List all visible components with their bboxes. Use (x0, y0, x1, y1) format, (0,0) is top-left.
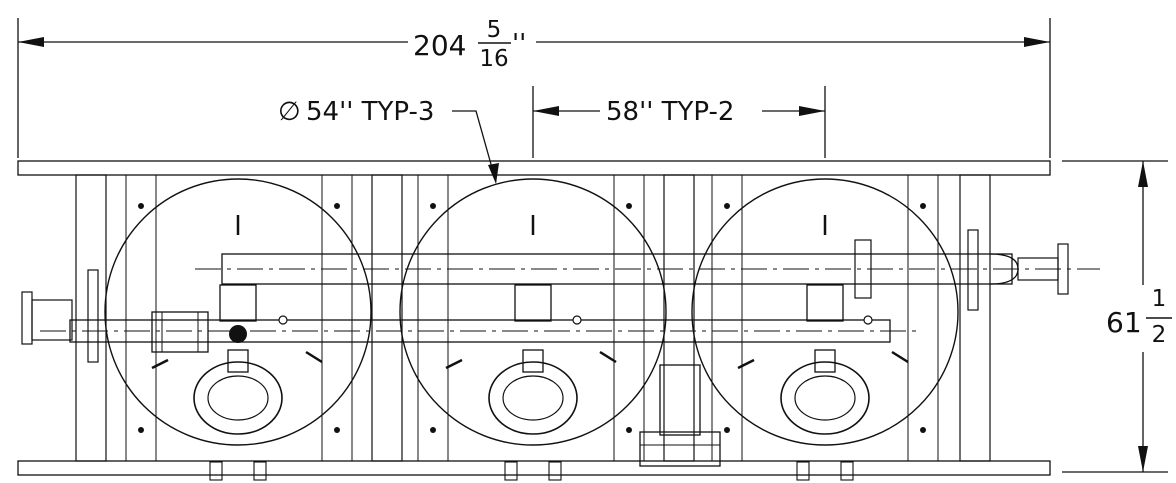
tank-diameter-label: 54'' TYP-3 (306, 97, 434, 127)
overall-length-denominator: 16 (479, 46, 508, 72)
tank-diameter-callout: ∅ 54'' TYP-3 (278, 97, 499, 184)
tank-spacing-label: 58'' TYP-2 (606, 97, 734, 127)
lower-header-pipe (21, 269, 920, 363)
overall-width-denominator: 2 (1152, 322, 1167, 348)
diameter-symbol: ∅ (278, 97, 301, 127)
center-pump-assembly (639, 364, 721, 467)
overall-length-unit: '' (512, 29, 526, 59)
overall-width-dimension: 61 1 2 (1062, 160, 1172, 473)
tank-valves (219, 284, 844, 373)
overall-length-whole: 204 (413, 29, 466, 62)
tank-spacing-dimension: 58'' TYP-2 (532, 86, 826, 158)
skid-frame (17, 160, 1051, 476)
tank-3 (691, 178, 959, 446)
overall-width-whole: 61 (1106, 306, 1142, 339)
tank-2 (399, 178, 667, 446)
overall-width-numerator: 1 (1152, 286, 1167, 312)
filter-tanks (104, 178, 959, 446)
tank-feet (209, 461, 854, 481)
overall-length-dimension: 204 5 16 '' (17, 17, 1051, 158)
tank-manways (193, 361, 870, 435)
upper-header-pipe (195, 229, 1100, 311)
overall-length-numerator: 5 (487, 17, 502, 43)
tank-1 (104, 178, 372, 446)
